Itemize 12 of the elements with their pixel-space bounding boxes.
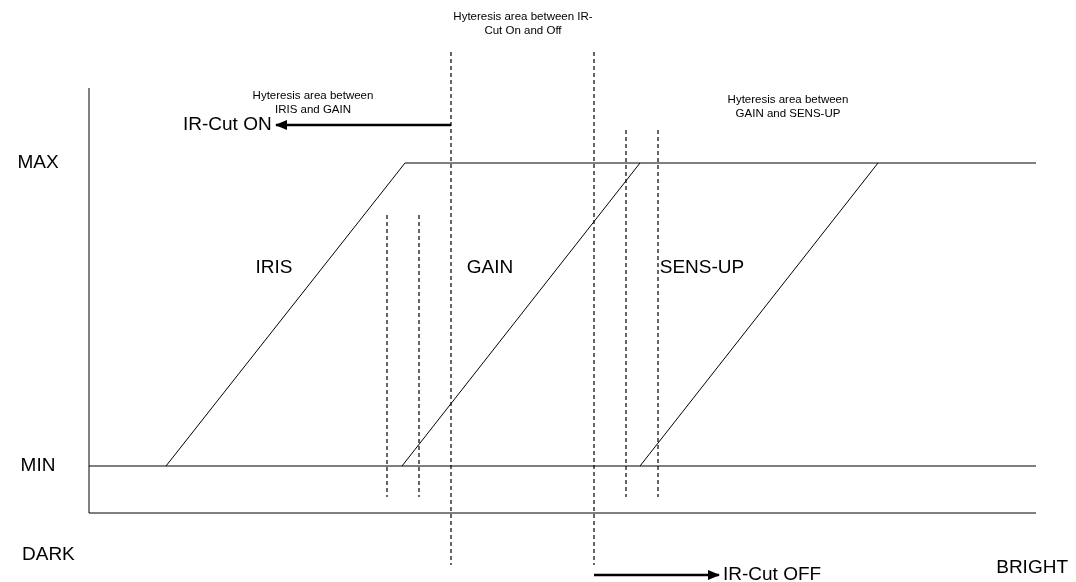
annotation-text: Hyteresis area between IR-Cut On and Off (452, 9, 594, 38)
mode-label: IR-Cut OFF (723, 563, 822, 582)
curve-label: SENS-UP (659, 256, 745, 278)
curve-label: IRIS (255, 256, 293, 278)
arrow (274, 120, 451, 130)
curve-label: GAIN (466, 256, 514, 278)
arrow (594, 570, 721, 580)
axis-label: BRIGHT (996, 556, 1068, 578)
annotation-text: Hyteresis area between GAIN and SENS-UP (726, 92, 850, 121)
axis-label: MIN (20, 454, 56, 476)
axis-label: MAX (17, 151, 59, 173)
axis-label: DARK (22, 543, 75, 565)
